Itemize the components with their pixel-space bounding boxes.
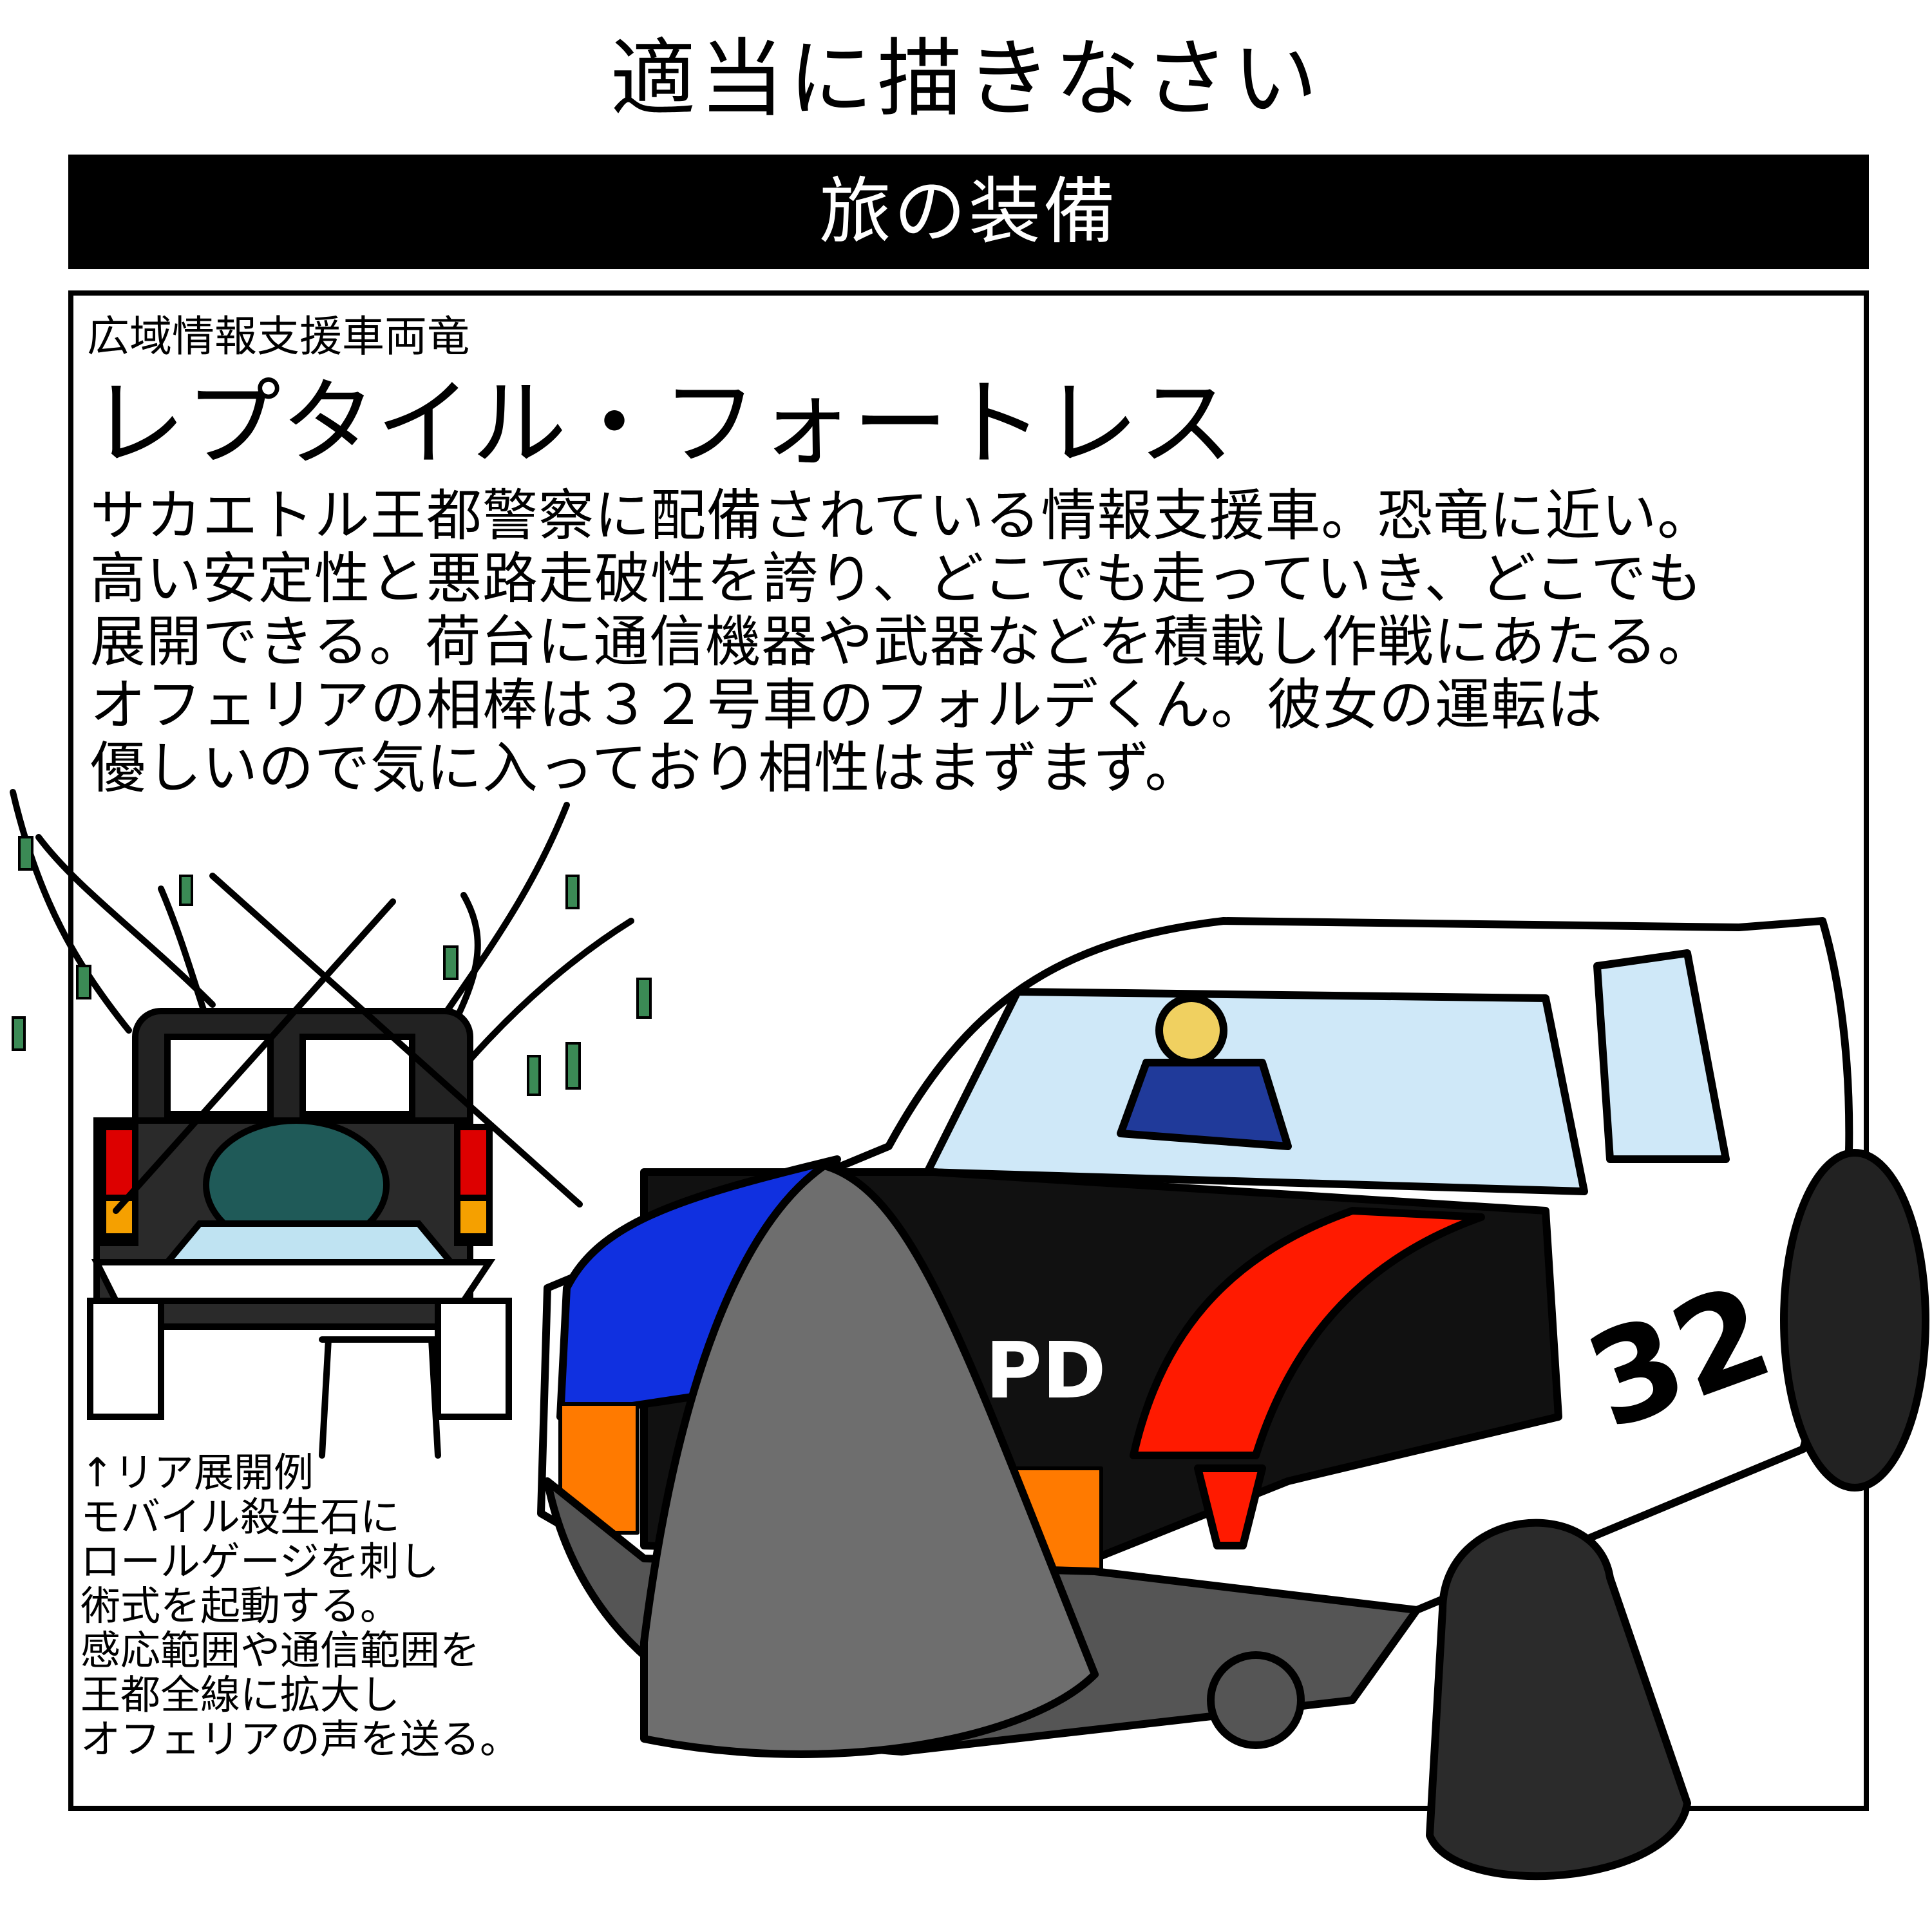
description: サカエトル王都警察に配備されている情報支援車。恐竜に近い。 高い安定性と悪路走破… <box>90 484 1714 800</box>
vehicle-category: 広域情報支援車両竜 <box>87 312 469 361</box>
description-line: サカエトル王都警察に配備されている情報支援車。恐竜に近い。 <box>90 484 1714 548</box>
caption-line: ロールゲージを刺し <box>80 1538 439 1585</box>
description-line: 高い安定性と悪路走破性を誇り、どこでも走っていき、どこでも <box>90 547 1703 611</box>
caption-line: オフェリアの声を送る。 <box>80 1716 520 1763</box>
rear-truck-drawing <box>10 789 634 1459</box>
description-line: オフェリアの相棒は３２号車のフォルデくん。彼女の運転は <box>90 673 1603 737</box>
caption-line: モバイル殺生石に <box>80 1493 401 1540</box>
hood-text: PD <box>985 1327 1106 1416</box>
police-car-drawing <box>537 917 1929 1880</box>
description-line: 展開できる。荷台に通信機器や武器などを積載し作戦にあたる。 <box>90 610 1714 674</box>
vehicle-name: レプタイル・フォートレス <box>90 368 1234 479</box>
section-title: 旅の装備 <box>819 170 1118 254</box>
caption-line: 王都全線に拡大し <box>80 1671 401 1718</box>
page-title: 適当に描きなさい <box>611 30 1321 129</box>
caption-line: 感応範囲や通信範囲を <box>80 1627 480 1674</box>
section-header: 旅の装備 <box>68 155 1869 269</box>
caption-line: ↑リア展開例 <box>80 1449 314 1496</box>
caption-line: 術式を起動する。 <box>80 1582 401 1629</box>
caption: ↑リア展開例 モバイル殺生石に ロールゲージを刺し 術式を起動する。 感応範囲や… <box>80 1450 520 1761</box>
entry-panel <box>68 290 1869 1811</box>
hanging-tags <box>12 836 652 1096</box>
description-line: 優しいので気に入っており相性はまずまず。 <box>90 736 1201 800</box>
